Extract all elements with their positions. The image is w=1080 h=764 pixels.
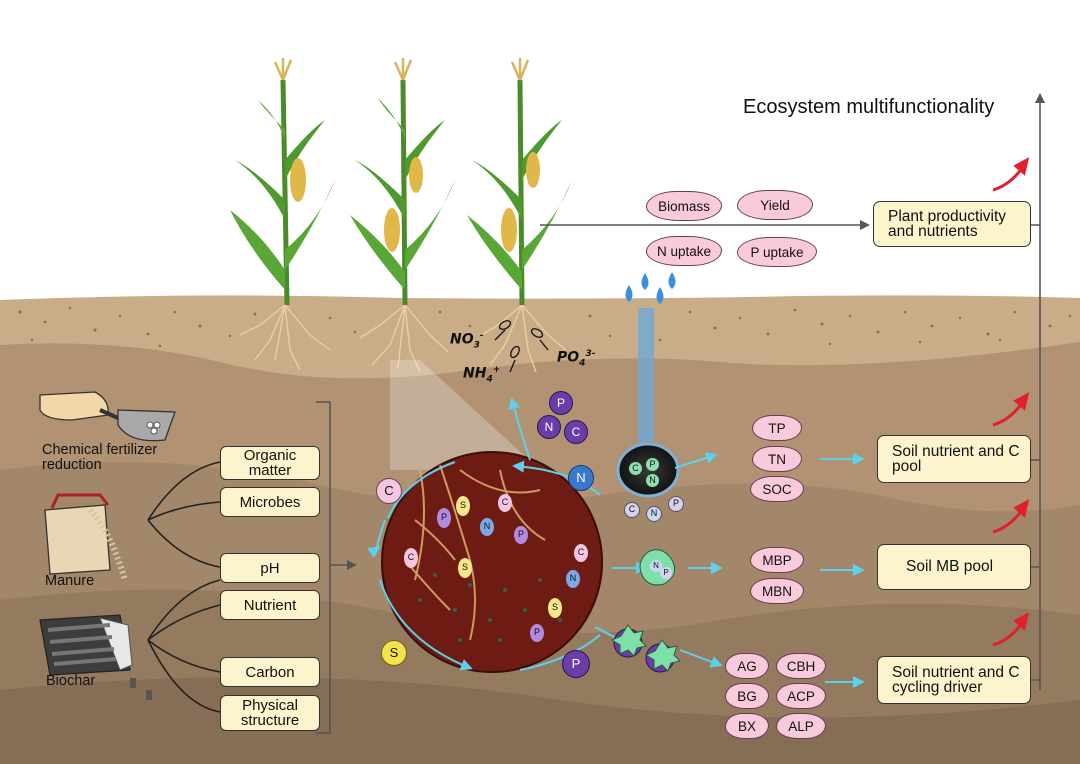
nutrient-ion-symbols	[494, 320, 549, 373]
element-badge-n-blue: N	[568, 465, 594, 491]
microbe-n: N	[480, 518, 494, 536]
property-organic-matter: Organic matter	[220, 446, 320, 480]
microbe-n2: N	[566, 570, 580, 588]
gravel-texture	[18, 306, 1072, 348]
element-badge-c: C	[564, 420, 588, 444]
pore-inner-n: N	[646, 474, 659, 487]
manure-bucket-icon	[44, 493, 128, 581]
treatment-biochar: Biochar	[46, 673, 96, 689]
microbe-c: C	[498, 494, 512, 512]
corn-plant-2	[350, 58, 455, 306]
indicator-soc: SOC	[750, 476, 804, 502]
pore-badge-p: P	[668, 496, 684, 512]
microbe-s3: S	[548, 598, 562, 618]
mb-inner-p: P	[660, 567, 672, 579]
pore-inner-p: P	[646, 458, 659, 471]
microbe-c2: C	[404, 548, 418, 568]
element-badge-p-purple: P	[562, 650, 590, 678]
property-nutrient: Nutrient	[220, 590, 320, 620]
function-soil-pool: Soil nutrient and C pool	[877, 435, 1031, 483]
property-physical-structure: Physical structure	[220, 695, 320, 731]
diagram-title: Ecosystem multifunctionality	[743, 96, 995, 118]
element-badge-c-pink: C	[376, 478, 402, 504]
pore-inner-c: C	[629, 462, 642, 475]
pore-badge-n: N	[646, 506, 662, 522]
function-plant-productivity: Plant productivity and nutrients	[873, 201, 1031, 247]
microbe-c3: C	[574, 544, 588, 562]
element-badge-p: P	[549, 391, 573, 415]
enzyme-acp: ACP	[776, 683, 826, 709]
enzyme-bx: BX	[725, 713, 769, 739]
biochar-bag-icon	[39, 614, 152, 700]
ion-po4: PO43-	[557, 349, 596, 369]
element-badge-s: S	[381, 640, 407, 666]
indicator-tp: TP	[752, 415, 802, 441]
element-badge-n: N	[537, 415, 561, 439]
soil-microbe-zoom	[381, 451, 603, 673]
microbe-p: P	[437, 508, 451, 528]
indicator-mbp: MBP	[750, 547, 804, 573]
enzyme-ag: AG	[725, 653, 769, 679]
enzyme-bg: BG	[725, 683, 769, 709]
corn-plant-1	[230, 58, 335, 306]
treatment-links	[147, 461, 221, 713]
microbe-p2: P	[514, 526, 528, 544]
ion-nh4: NH4+	[463, 365, 501, 385]
pore-badge-c: C	[624, 502, 640, 518]
water-infiltration	[638, 308, 654, 444]
fertilizer-hand-icon	[39, 391, 176, 442]
roots	[239, 304, 567, 373]
corn-plant-3	[467, 58, 572, 306]
increase-arrows	[992, 157, 1030, 647]
enzyme-alp: ALP	[776, 713, 826, 739]
cycling-arrows	[367, 397, 865, 688]
enzyme-cbh: CBH	[776, 653, 826, 679]
property-microbes: Microbes	[220, 487, 320, 517]
indicator-yield: Yield	[737, 190, 813, 220]
property-ph: pH	[220, 553, 320, 583]
nutrient-pore	[616, 442, 680, 498]
properties-bracket	[316, 401, 355, 734]
microbe-s2: S	[458, 558, 472, 578]
microbe-s: S	[456, 496, 470, 516]
mb-inner-n: N	[650, 560, 662, 572]
zoom-cone	[390, 360, 540, 470]
function-cycling-driver: Soil nutrient and C cycling driver	[877, 656, 1031, 704]
indicator-n-uptake: N uptake	[646, 236, 722, 266]
ion-no3: NO3-	[450, 331, 484, 351]
indicator-p-uptake: P uptake	[737, 237, 817, 267]
indicator-tn: TN	[752, 446, 802, 472]
water-drops-icon	[625, 272, 676, 304]
microbe-p3: P	[530, 624, 544, 642]
function-mb-pool: Soil MB pool	[877, 544, 1031, 590]
indicator-mbn: MBN	[750, 578, 804, 604]
indicator-biomass: Biomass	[646, 191, 722, 221]
property-carbon: Carbon	[220, 657, 320, 687]
treatment-manure: Manure	[45, 573, 95, 589]
treatment-chemical-fertilizer: Chemical fertilizer reduction	[42, 442, 158, 474]
